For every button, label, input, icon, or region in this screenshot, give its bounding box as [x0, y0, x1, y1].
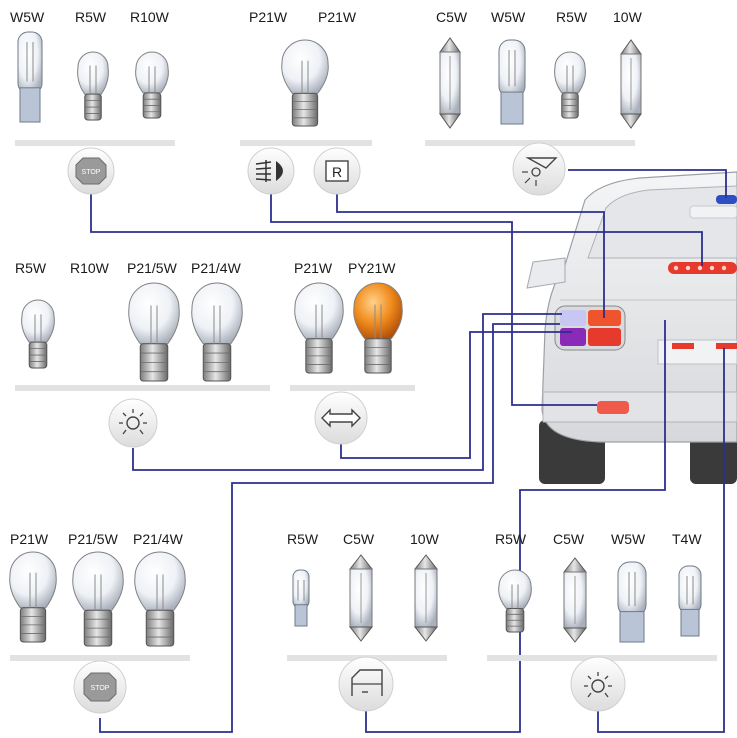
bulb-label: 10W	[410, 531, 440, 547]
ball-large-bulb	[281, 39, 329, 127]
bulb-label: R10W	[70, 260, 110, 276]
brake-bar-led	[685, 265, 691, 271]
stop-icon-bottom-text: STOP	[91, 685, 110, 692]
turn-signal-icon	[314, 391, 368, 445]
tail-light-indicator	[560, 310, 586, 326]
ball-bulb	[554, 51, 586, 119]
brake-bar-led	[709, 265, 715, 271]
bulb-label: R5W	[495, 531, 527, 547]
festoon-bulb	[620, 39, 642, 129]
reverse-icon-text: R	[332, 164, 342, 180]
brake-bar-led	[673, 265, 679, 271]
shelf	[15, 385, 270, 391]
high-mount-brake-bar	[668, 262, 737, 274]
wires	[90, 169, 727, 733]
bulb-label: R10W	[130, 9, 170, 25]
wire-bottom-stop	[99, 323, 560, 733]
festoon-bulb	[348, 554, 374, 642]
wedge-bulb	[678, 565, 702, 637]
stop-icon-bottom: STOP	[73, 660, 127, 714]
wire-interior	[568, 169, 727, 198]
bulbs	[9, 31, 702, 647]
rear-fog-light	[597, 401, 629, 414]
interior-light-icon	[512, 142, 566, 196]
amber-bulb	[353, 282, 403, 374]
bulb-label: W5W	[611, 531, 646, 547]
headlight-icon	[247, 147, 295, 195]
wedge-bulb	[292, 569, 310, 627]
plate-light-icon	[570, 656, 626, 712]
bulb-label: C5W	[553, 531, 585, 547]
shelf	[290, 385, 415, 391]
wire-position-top	[270, 186, 597, 406]
ball-large-bulb	[9, 551, 57, 643]
bulb-label: R5W	[15, 260, 47, 276]
wedge-bulb	[17, 31, 43, 123]
door-light-icon	[338, 656, 394, 712]
shelf	[15, 140, 175, 146]
bulb-label: R5W	[556, 9, 588, 25]
bulb-label: C5W	[343, 531, 375, 547]
wedge-bulb	[617, 561, 647, 643]
wire-indicator	[340, 331, 572, 459]
shelf	[10, 655, 190, 661]
festoon-bulb	[413, 554, 439, 642]
bulb-label: R5W	[287, 531, 319, 547]
reverse-icon: R	[313, 147, 361, 195]
ball-large-bulb	[294, 282, 344, 374]
tailgate-panel	[689, 205, 737, 219]
bulb-label: P21/4W	[191, 260, 242, 276]
brake-bar-led	[721, 265, 727, 271]
bulb-label: P21W	[318, 9, 357, 25]
bulb-label: C5W	[436, 9, 468, 25]
ball-large-bulb	[128, 282, 180, 382]
labels: W5W R5W R10W P21W P21W C5W W5W R5W 10W R…	[10, 9, 702, 547]
ball-large-bulb	[72, 551, 124, 647]
bulb-label: PY21W	[348, 260, 396, 276]
ball-large-bulb	[134, 551, 186, 647]
ball-bulb	[498, 569, 532, 633]
interior-light	[716, 195, 737, 204]
shelf	[425, 140, 635, 146]
bulb-label: T4W	[672, 531, 702, 547]
stop-icon-text: STOP	[82, 169, 101, 176]
car-mirror	[526, 257, 566, 289]
bulb-label: P21W	[10, 531, 49, 547]
car-bumper	[542, 391, 737, 423]
bulb-label: P21/5W	[68, 531, 119, 547]
shelf	[240, 140, 372, 146]
side-light-icon	[108, 398, 158, 448]
bulb-label: R5W	[75, 9, 107, 25]
wire-side-marker	[132, 313, 562, 471]
wire-plate	[597, 348, 725, 733]
bulb-label: W5W	[10, 9, 45, 25]
car-rear-window	[587, 185, 737, 259]
festoon-bulb	[439, 37, 461, 129]
wire-stop-top	[90, 192, 703, 266]
tail-light-purple	[560, 328, 586, 346]
wire-reverse	[336, 192, 605, 318]
stop-icon: STOP	[67, 147, 115, 195]
tail-light-red	[588, 328, 621, 346]
car-rear-illustration	[526, 171, 737, 484]
wedge-bulb	[498, 39, 526, 125]
bulb-label: P21W	[294, 260, 333, 276]
ball-large-bulb	[191, 282, 243, 382]
function-icons: STOP R	[67, 142, 626, 714]
bulb-label: P21/5W	[127, 260, 178, 276]
bulb-label: W5W	[491, 9, 526, 25]
plate-light-left	[672, 343, 694, 349]
bulb-label: 10W	[613, 9, 643, 25]
ball-bulb	[77, 51, 109, 121]
bulb-label: P21W	[249, 9, 288, 25]
ball-bulb	[135, 51, 169, 119]
festoon-bulb	[562, 557, 588, 643]
plate-light-right	[716, 343, 737, 349]
brake-bar-led	[697, 265, 703, 271]
bulb-label: P21/4W	[133, 531, 184, 547]
ball-bulb	[21, 299, 55, 369]
